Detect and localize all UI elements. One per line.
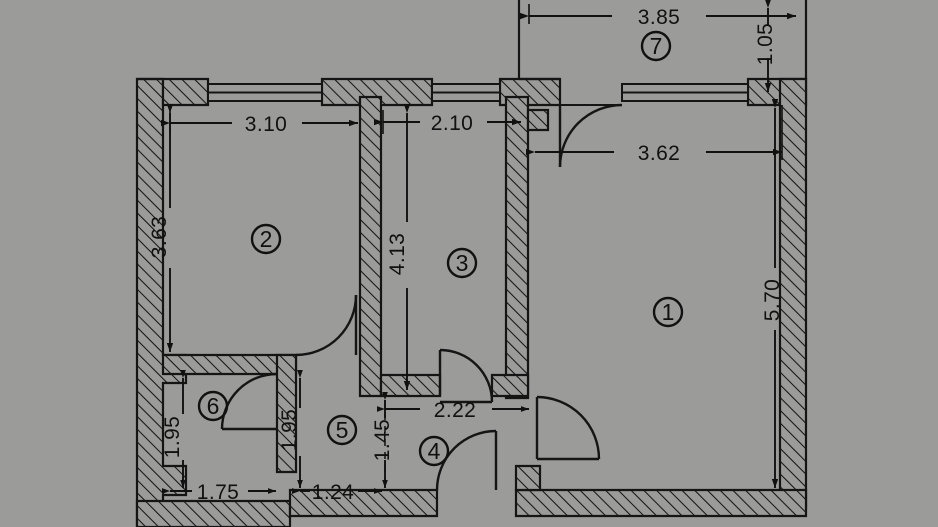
- balcony-outline: [517, 0, 808, 81]
- dimension-label-1-75: 1.75: [197, 481, 239, 504]
- wall-exterior-left: [135, 77, 188, 527]
- dimension-label-5-70: 5.70: [761, 279, 784, 321]
- dimension-label-1-95-room5: 1.95: [278, 409, 301, 451]
- room-marker-2[interactable]: 2: [250, 223, 282, 255]
- door-room-2: [295, 294, 358, 357]
- dimension-label-3-85: 3.85: [638, 6, 680, 29]
- wall-interior-3-1-nub: [526, 108, 550, 132]
- door-room-3: [438, 348, 494, 404]
- window-group: [207, 83, 749, 102]
- wall-exterior-bottom-left: [135, 499, 292, 527]
- door-group: [220, 103, 623, 491]
- dimension-label-1-95-room6: 1.95: [161, 416, 184, 458]
- room-label-3: 3: [456, 250, 469, 276]
- dimension-label-1-05: 1.05: [754, 23, 777, 65]
- dimension-label-3-63: 3.63: [148, 216, 171, 258]
- window-room-3: [431, 83, 501, 102]
- room-marker-group: 1 2 3 4 5 6 7: [197, 30, 684, 467]
- room-marker-7[interactable]: 7: [640, 30, 672, 62]
- wall-interior-3-1: [504, 95, 530, 400]
- dimension-label-3-10: 3.10: [245, 113, 287, 136]
- door-balcony-to-room-1: [558, 103, 623, 168]
- door-room-6: [220, 372, 278, 431]
- door-room-4-inner: [435, 429, 498, 491]
- room-label-6: 6: [207, 393, 220, 419]
- room-marker-3[interactable]: 3: [446, 247, 478, 279]
- dimension-text-group: 3.10 2.10 3.63 4.13 3.85 1.05 3.62 5.70 …: [148, 6, 784, 504]
- room-label-5: 5: [336, 417, 349, 443]
- room-marker-1[interactable]: 1: [652, 296, 684, 328]
- wall-exterior-bottom-mid: [288, 488, 439, 518]
- dimension-label-2-10: 2.10: [431, 112, 473, 135]
- window-room-2: [207, 83, 323, 102]
- window-balcony-door: [621, 83, 749, 102]
- wall-interior-2-3: [358, 95, 383, 398]
- room-marker-4[interactable]: 4: [418, 435, 450, 467]
- room-marker-5[interactable]: 5: [326, 414, 358, 446]
- dimension-label-3-62: 3.62: [638, 142, 680, 165]
- room-label-4: 4: [428, 438, 441, 464]
- room-label-7: 7: [650, 33, 663, 59]
- door-room-4-entry: [535, 395, 601, 461]
- dimension-label-1-45: 1.45: [371, 419, 394, 461]
- wall-bottom-notch: [514, 464, 542, 492]
- dimension-label-1-24: 1.24: [312, 481, 354, 504]
- dimension-label-2-22: 2.22: [434, 399, 476, 422]
- dimension-line-group: [161, 0, 796, 494]
- wall-stub-4-right: [490, 373, 530, 398]
- dimension-label-4-13: 4.13: [386, 233, 409, 275]
- wall-group: [135, 77, 808, 527]
- room-label-1: 1: [662, 299, 675, 325]
- wall-exterior-bottom-right: [514, 488, 808, 518]
- wall-stub-3-4: [379, 373, 442, 398]
- room-label-2: 2: [260, 226, 273, 252]
- wall-interior-5-6: [275, 353, 298, 474]
- room-marker-6[interactable]: 6: [197, 390, 229, 422]
